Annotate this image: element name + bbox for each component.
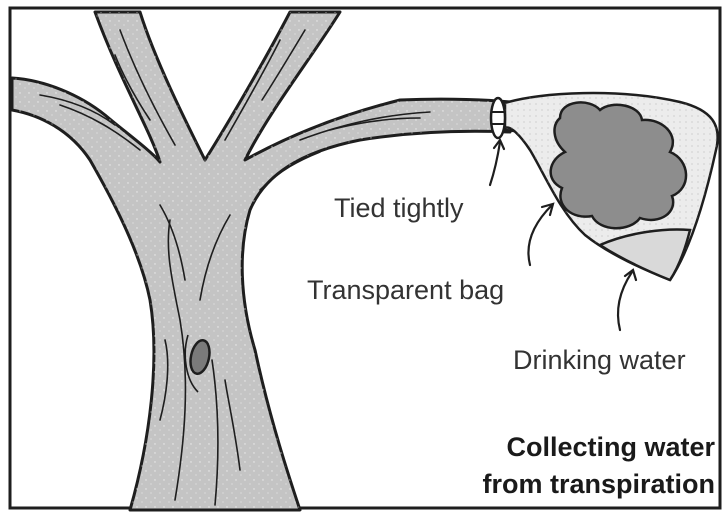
label-drinking-water: Drinking water <box>513 345 686 375</box>
caption-line-1: Collecting water <box>506 432 715 462</box>
tie-band <box>491 98 505 138</box>
caption-line-2: from transpiration <box>482 469 715 499</box>
label-tied-tightly: Tied tightly <box>334 193 464 223</box>
label-transparent-bag: Transparent bag <box>307 275 504 305</box>
